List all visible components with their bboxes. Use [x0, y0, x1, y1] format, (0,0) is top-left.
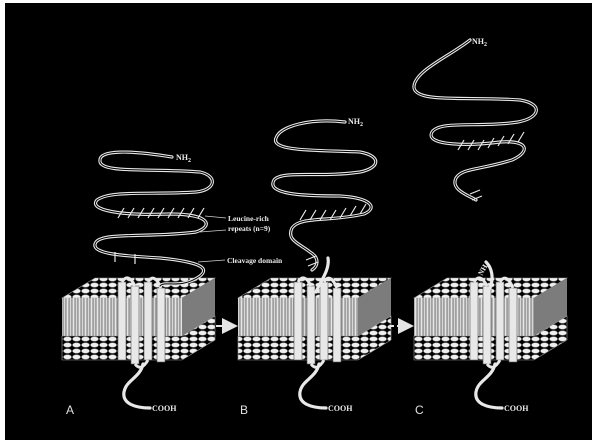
- panel-label-a: A: [66, 403, 74, 417]
- nh2-label-c: NH: [472, 37, 485, 46]
- cooh-label-b: COOH: [328, 404, 353, 413]
- panel-label-c: C: [415, 403, 424, 417]
- nh2-label-b: NH: [348, 117, 361, 126]
- nh2-sub-c: 2: [484, 42, 487, 48]
- panel-label-b: B: [240, 403, 248, 417]
- nh2-sub-b: 2: [360, 122, 363, 128]
- callout-lrr-line2: repeats (n=9): [228, 224, 271, 233]
- callout-lrr-line1: Leucine-rich: [228, 214, 270, 223]
- callout-cleavage: Cleavage domain: [227, 256, 283, 265]
- cooh-label-c: COOH: [504, 404, 529, 413]
- nh2-label-a: NH: [176, 153, 189, 162]
- cooh-label-a: COOH: [152, 404, 177, 413]
- nh2-sub-a: 2: [188, 158, 191, 164]
